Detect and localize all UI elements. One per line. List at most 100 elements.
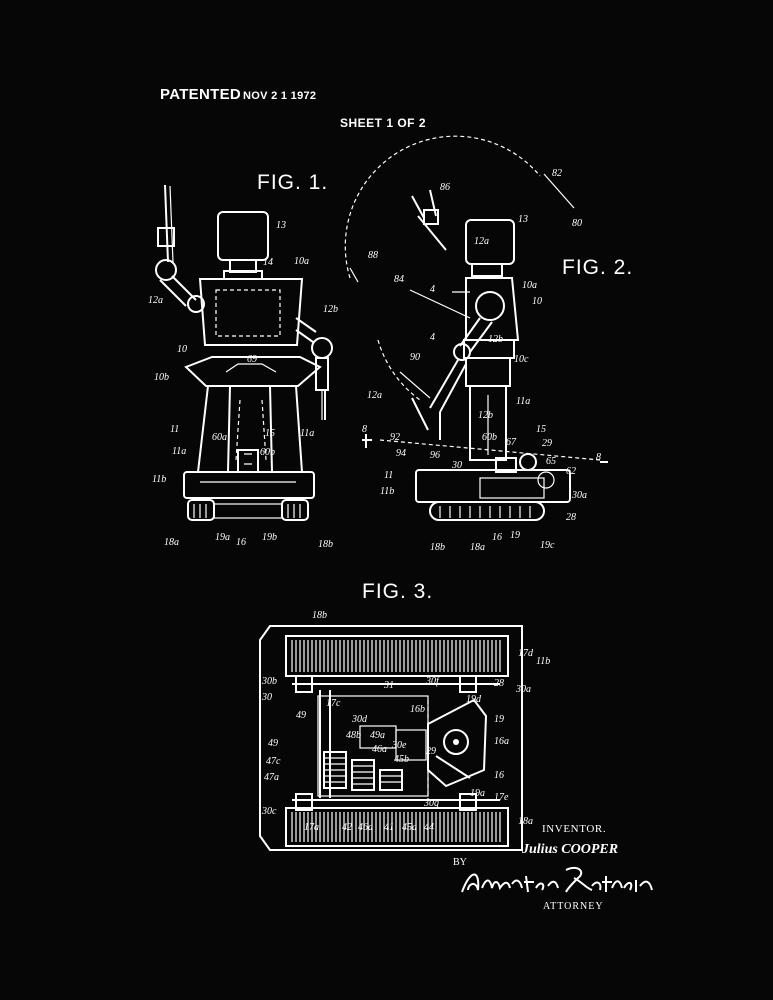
svg-text:69: 69 [247, 354, 257, 365]
svg-text:49: 49 [296, 710, 306, 721]
svg-text:30a: 30a [571, 490, 587, 501]
svg-text:67: 67 [506, 437, 517, 448]
svg-text:28: 28 [566, 512, 576, 523]
svg-text:10a: 10a [522, 280, 537, 291]
svg-text:12b: 12b [478, 410, 493, 421]
by-label: BY [453, 857, 467, 868]
svg-text:11b: 11b [380, 486, 394, 497]
svg-text:18a: 18a [518, 816, 533, 827]
svg-text:30: 30 [261, 692, 272, 703]
svg-text:48b: 48b [346, 730, 361, 741]
svg-text:14: 14 [263, 257, 273, 268]
svg-text:13: 13 [518, 214, 528, 225]
svg-text:45a: 45a [402, 822, 417, 833]
svg-text:41: 41 [384, 822, 394, 833]
svg-text:18b: 18b [312, 610, 327, 621]
svg-text:11b: 11b [152, 474, 166, 485]
svg-text:10: 10 [532, 296, 542, 307]
svg-text:88: 88 [368, 250, 378, 261]
svg-text:44: 44 [424, 822, 434, 833]
svg-text:82: 82 [552, 168, 562, 179]
svg-text:4: 4 [430, 332, 435, 343]
svg-text:12a: 12a [367, 390, 382, 401]
svg-text:10c: 10c [514, 354, 529, 365]
svg-text:18b: 18b [318, 539, 333, 550]
svg-text:12a: 12a [474, 236, 489, 247]
svg-text:19c: 19c [540, 540, 555, 551]
svg-text:30e: 30e [391, 740, 407, 751]
svg-text:28: 28 [494, 678, 504, 689]
svg-text:96: 96 [430, 450, 440, 461]
svg-text:19b: 19b [262, 532, 277, 543]
svg-text:60b: 60b [260, 447, 275, 458]
attorney-label: ATTORNEY [543, 901, 604, 912]
svg-text:19: 19 [510, 530, 520, 541]
svg-text:16: 16 [492, 532, 502, 543]
svg-text:86: 86 [440, 182, 450, 193]
svg-text:30c: 30c [261, 806, 277, 817]
svg-text:11a: 11a [300, 428, 314, 439]
svg-text:11a: 11a [516, 396, 530, 407]
svg-text:49: 49 [268, 738, 278, 749]
svg-text:47a: 47a [264, 772, 279, 783]
svg-text:13: 13 [276, 220, 286, 231]
svg-text:17a: 17a [304, 822, 319, 833]
svg-text:29: 29 [426, 746, 436, 757]
svg-text:46a: 46a [358, 822, 373, 833]
svg-text:60b: 60b [482, 432, 497, 443]
svg-text:18a: 18a [164, 537, 179, 548]
svg-text:8: 8 [362, 424, 367, 435]
svg-text:4: 4 [430, 284, 435, 295]
svg-text:11: 11 [170, 424, 179, 435]
svg-text:30: 30 [451, 460, 462, 471]
svg-text:30g: 30g [423, 798, 439, 809]
inventor-label: INVENTOR. [542, 823, 607, 835]
svg-text:29: 29 [542, 438, 552, 449]
svg-text:17d: 17d [518, 648, 534, 659]
svg-text:60a: 60a [212, 432, 227, 443]
svg-text:10: 10 [177, 344, 187, 355]
svg-text:12a: 12a [148, 295, 163, 306]
svg-text:16b: 16b [410, 704, 425, 715]
fig2-robot-drawing: 82 86 80 13 12a 88 84 4 10a 10 4 12b 10c… [344, 135, 608, 553]
svg-text:11: 11 [384, 470, 393, 481]
svg-text:17e: 17e [494, 792, 509, 803]
svg-text:30d: 30d [351, 714, 368, 725]
svg-text:90: 90 [410, 352, 420, 363]
inventor-name: Julius COOPER [522, 842, 619, 857]
attorney-signature [461, 866, 653, 893]
svg-text:12b: 12b [323, 304, 338, 315]
svg-text:18b: 18b [430, 542, 445, 553]
svg-text:18a: 18a [470, 542, 485, 553]
svg-text:19a: 19a [470, 788, 485, 799]
svg-text:47c: 47c [266, 756, 281, 767]
svg-text:45b: 45b [394, 754, 409, 765]
svg-text:92: 92 [390, 432, 400, 443]
svg-text:15: 15 [265, 428, 275, 439]
svg-text:12b: 12b [488, 334, 503, 345]
svg-text:16: 16 [236, 537, 246, 548]
svg-text:8: 8 [596, 452, 601, 463]
svg-text:16: 16 [494, 770, 504, 781]
sheet-number: SHEET 1 OF 2 [340, 116, 427, 130]
svg-text:31: 31 [383, 680, 394, 691]
svg-text:10a: 10a [294, 256, 309, 267]
svg-text:84: 84 [394, 274, 404, 285]
fig1-robot-drawing: 13 14 10a 12a 12b 10 69 10b 11 11a 60a 1… [148, 184, 338, 550]
svg-text:16a: 16a [494, 736, 509, 747]
svg-text:65: 65 [546, 456, 556, 467]
svg-text:11b: 11b [536, 656, 550, 667]
svg-text:80: 80 [572, 218, 582, 229]
fig3-label: FIG. 3. [362, 580, 434, 603]
svg-text:19a: 19a [215, 532, 230, 543]
fig2-label: FIG. 2. [562, 256, 634, 279]
fig1-label: FIG. 1. [257, 171, 329, 194]
svg-text:30a: 30a [515, 684, 531, 695]
svg-text:42: 42 [342, 822, 352, 833]
svg-text:17c: 17c [326, 698, 341, 709]
svg-text:94: 94 [396, 448, 406, 459]
svg-text:11a: 11a [172, 446, 186, 457]
